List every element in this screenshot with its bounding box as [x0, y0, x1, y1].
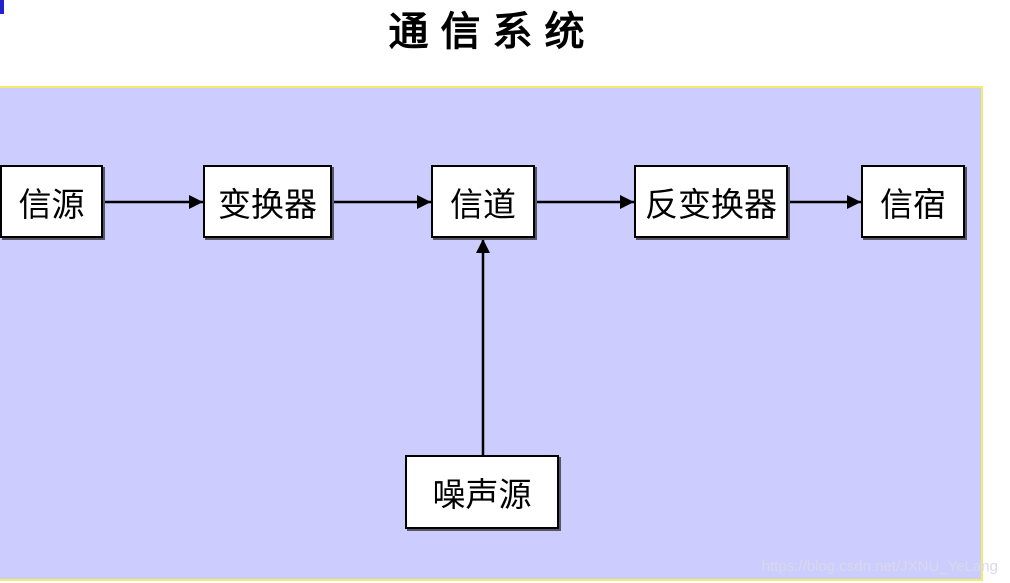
- noise-source-box: 噪声源: [405, 455, 559, 529]
- transmitter-box: 变换器: [203, 165, 332, 238]
- corner-mark: [0, 0, 4, 14]
- sink-box: 信宿: [861, 165, 965, 238]
- receiver-box: 反变换器: [634, 165, 788, 238]
- watermark: https://blog.csdn.net/JXNU_YeLang: [761, 558, 998, 575]
- source-box: 信源: [0, 165, 103, 238]
- channel-box: 信道: [431, 165, 535, 238]
- diagram-title: 通信系统: [388, 8, 597, 55]
